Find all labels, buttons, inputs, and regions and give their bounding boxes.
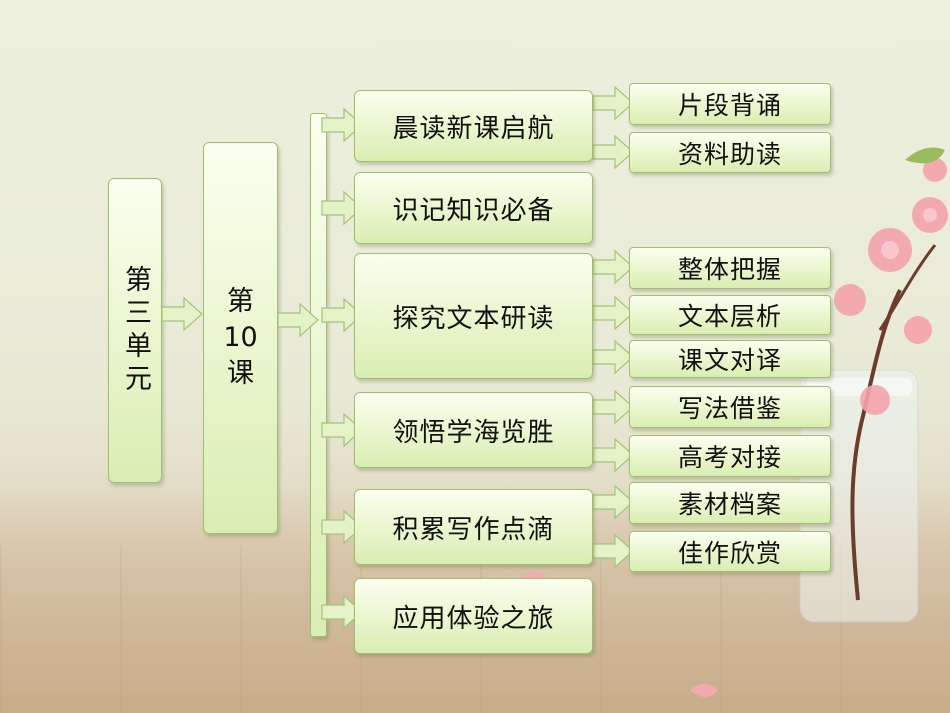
sub-label: 课文对译 — [677, 346, 782, 375]
sub-label: 文本层析 — [677, 302, 782, 331]
arrow-section-5-to-sub-1 — [592, 485, 634, 519]
arrow-section-4-to-sub-2 — [592, 438, 634, 472]
arrow-section-1-to-sub-2 — [592, 135, 634, 169]
sub-box: 课文对译 — [629, 340, 831, 378]
sub-label: 素材档案 — [677, 490, 782, 519]
sub-label: 写法借鉴 — [677, 394, 782, 423]
sub-box: 片段背诵 — [629, 83, 831, 125]
section-label: 探究文本研读 — [392, 303, 555, 334]
section-label: 积累写作点滴 — [392, 514, 555, 545]
lesson-box: 第 10 课 — [203, 142, 278, 534]
arrow-section-1-to-sub-1 — [592, 86, 634, 120]
sub-box: 整体把握 — [629, 247, 831, 289]
arrow-unit-to-lesson — [161, 297, 203, 331]
sub-label: 整体把握 — [677, 255, 782, 284]
lesson-label: 第 10 课 — [223, 286, 258, 389]
arrow-lesson-to-spine — [277, 303, 319, 337]
arrow-section-3-to-sub-1 — [592, 250, 634, 284]
sub-label: 佳作欣赏 — [677, 538, 782, 568]
arrow-section-5-to-sub-2 — [592, 534, 634, 568]
sub-box: 写法借鉴 — [629, 386, 831, 428]
section-box-3: 探究文本研读 — [354, 253, 593, 379]
section-label: 领悟学海览胜 — [392, 417, 555, 448]
sub-label: 片段背诵 — [677, 91, 782, 120]
arrow-section-3-to-sub-2 — [592, 296, 634, 330]
sub-box: 素材档案 — [629, 482, 831, 524]
sub-box: 资料助读 — [629, 132, 831, 173]
section-box-2: 识记知识必备 — [354, 172, 593, 244]
section-label: 应用体验之旅 — [392, 603, 555, 634]
sub-box: 高考对接 — [629, 435, 831, 477]
sub-box: 文本层析 — [629, 295, 831, 335]
unit-box: 第三单元 — [108, 178, 162, 483]
sub-label: 资料助读 — [677, 139, 782, 169]
arrow-section-3-to-sub-3 — [592, 340, 634, 374]
sub-box: 佳作欣赏 — [629, 531, 831, 572]
section-box-6: 应用体验之旅 — [354, 578, 593, 654]
section-label: 晨读新课启航 — [392, 113, 555, 144]
arrow-section-4-to-sub-1 — [592, 390, 634, 424]
section-label: 识记知识必备 — [392, 195, 555, 226]
section-box-1: 晨读新课启航 — [354, 90, 593, 162]
sub-label: 高考对接 — [677, 443, 782, 472]
connector-spine — [310, 113, 327, 637]
unit-label: 第三单元 — [120, 264, 151, 397]
section-box-5: 积累写作点滴 — [354, 489, 593, 565]
section-box-4: 领悟学海览胜 — [354, 392, 593, 468]
